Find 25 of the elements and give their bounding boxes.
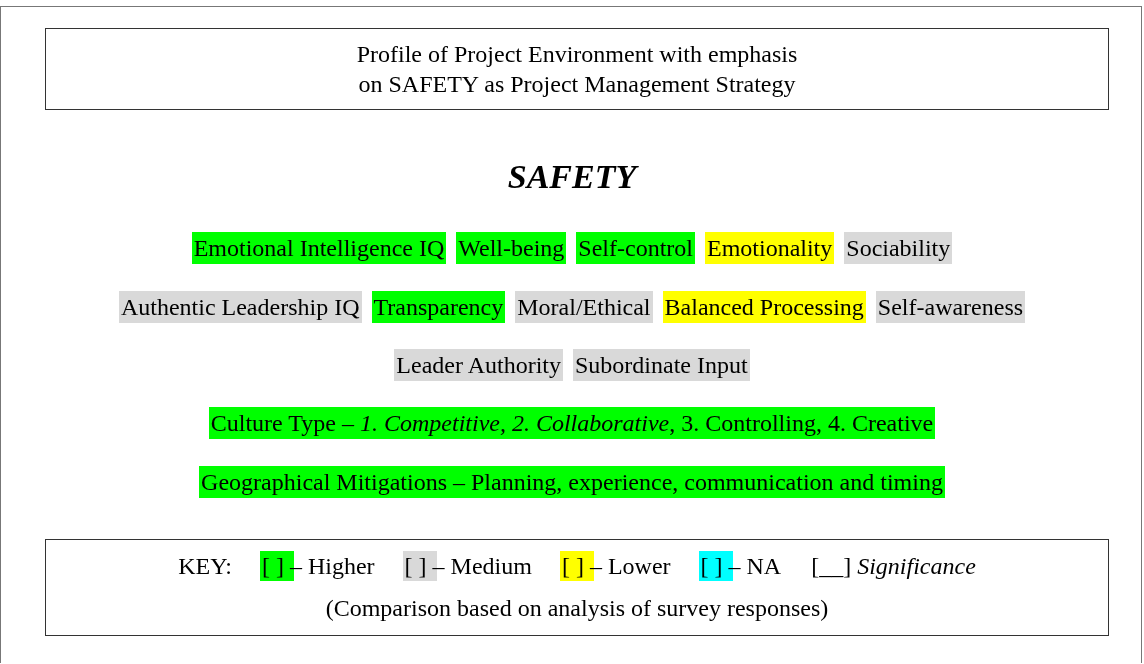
heading-text: Profile of Project Environment with emphasis on SAFETY as Project Management Strategy bbox=[356, 41, 798, 97]
highlighted-term: Emotionality bbox=[704, 232, 835, 264]
highlighted-term: Moral/Ethical bbox=[515, 291, 653, 323]
legend-text: [ ] – Medium bbox=[404, 553, 532, 579]
highlighted-term: Balanced Processing bbox=[662, 291, 866, 323]
key-box bbox=[45, 539, 1109, 636]
key-label: KEY: bbox=[178, 552, 232, 581]
highlighted-term: Culture Type – 1. Competitive, 2. Collaborative, 3. Controlling, 4. Creative bbox=[208, 407, 936, 439]
highlighted-term: Emotional Intelligence IQ bbox=[191, 232, 447, 264]
highlighted-term: Subordinate Input bbox=[573, 349, 750, 381]
highlighted-term: Self-awareness bbox=[875, 291, 1026, 323]
legend-text: [ ] – Higher bbox=[261, 553, 375, 579]
note-text: (Comparison based on analysis of survey responses) bbox=[324, 594, 830, 623]
diagram-title: SAFETY bbox=[506, 158, 640, 196]
highlighted-term: Self-control bbox=[576, 232, 695, 264]
highlighted-term: Sociability bbox=[844, 232, 953, 264]
highlighted-term: Leader Authority bbox=[394, 349, 563, 381]
legend-text: [ ] – NA bbox=[700, 553, 782, 579]
legend-text: [ ] – Lower bbox=[561, 553, 671, 579]
title-box bbox=[45, 28, 1109, 110]
highlighted-term: Geographical Mitigations – Planning, experience, communication and timing bbox=[199, 466, 945, 498]
legend-text: [__] Significance bbox=[811, 553, 976, 579]
highlighted-term: Transparency bbox=[371, 291, 506, 323]
highlighted-term: Authentic Leadership IQ bbox=[118, 291, 362, 323]
highlighted-term: Well-being bbox=[456, 232, 567, 264]
